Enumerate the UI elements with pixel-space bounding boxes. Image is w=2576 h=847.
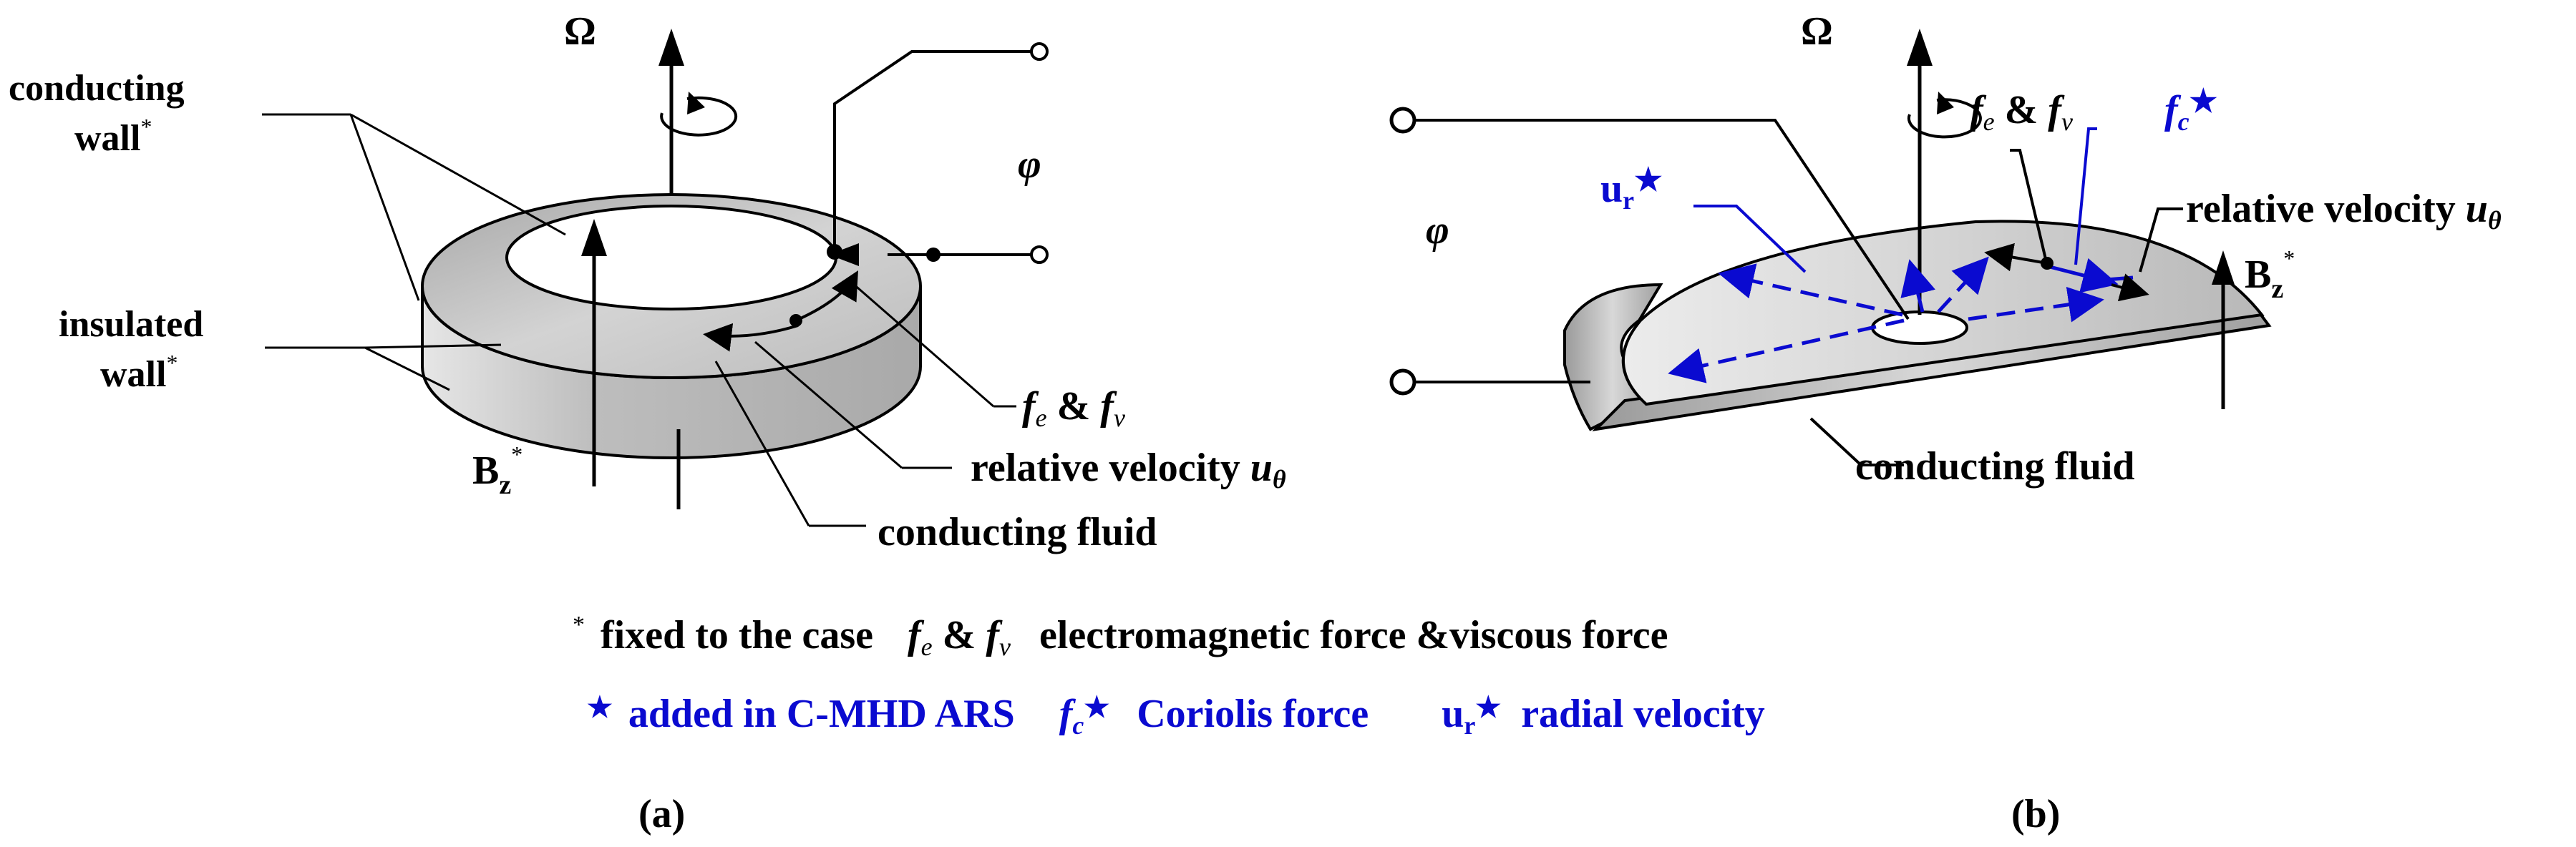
caption-a: (a) bbox=[638, 792, 685, 836]
omega-label-b: Ω bbox=[1801, 9, 1833, 54]
ur-label-b: ur★ bbox=[1600, 162, 1663, 215]
insulated-wall-label-2: wall* bbox=[100, 350, 178, 395]
fc-label-b: fc★ bbox=[2164, 84, 2217, 136]
leader-fe-fv bbox=[851, 281, 994, 408]
leader-insulated-wall-2 bbox=[364, 343, 502, 349]
conducting-wall-label: conducting bbox=[9, 68, 185, 109]
terminal-top bbox=[1030, 42, 1049, 61]
flow-arrow-2 bbox=[795, 270, 858, 322]
conducting-fluid-label-a: conducting fluid bbox=[878, 510, 1157, 554]
legend: * fixed to the case fe & fv electromagne… bbox=[573, 597, 1765, 740]
rotation-axis-arrowhead bbox=[658, 29, 684, 66]
fc-arrow bbox=[2046, 258, 2119, 293]
leader-fc bbox=[2074, 127, 2097, 265]
flow-arrow-b-2 bbox=[2111, 273, 2149, 302]
inner-hole-b bbox=[1871, 310, 1968, 345]
flow-arrow-b-1 bbox=[1984, 243, 2048, 272]
terminal-b-bottom bbox=[1389, 368, 1416, 396]
b-field-arrowhead bbox=[581, 219, 607, 256]
terminal-right bbox=[1030, 245, 1049, 264]
legend-line-2: ★ added in C-MHD ARS fc★ Coriolis force … bbox=[587, 682, 1765, 740]
electrode-lead-top bbox=[833, 50, 1039, 249]
leader-fluid bbox=[714, 361, 810, 527]
rotation-curl-icon bbox=[660, 92, 738, 137]
terminal-b-top bbox=[1389, 107, 1416, 134]
electrode-dot bbox=[926, 248, 941, 262]
leader-ur bbox=[1693, 205, 1807, 273]
leader-conducting-wall-3 bbox=[350, 113, 566, 236]
fe-fv-label-b: fe & fv bbox=[1970, 88, 2073, 136]
electrode-arrowhead bbox=[829, 243, 859, 266]
half-disc-channel bbox=[1563, 220, 2272, 431]
leader-fe-fv-b bbox=[2010, 149, 2047, 260]
contact-dot bbox=[827, 244, 842, 260]
phi-label-a: φ bbox=[1018, 142, 1041, 187]
leader-conducting-wall-2 bbox=[349, 114, 420, 301]
leader-fluid-b bbox=[1809, 417, 1904, 466]
panel-a: Ω φ conducting wall* insulated wall* Bz*… bbox=[9, 9, 1286, 836]
leader-rel-vel bbox=[754, 341, 903, 469]
b-field-arrowhead-b bbox=[2212, 250, 2235, 285]
inner-hole bbox=[505, 205, 837, 310]
fe-fv-label-a: fe & fv bbox=[1022, 384, 1125, 432]
radial-velocity-arrows bbox=[1668, 256, 2134, 383]
rotation-curl-icon-b bbox=[1907, 92, 1982, 139]
lead-b-top bbox=[1414, 119, 1910, 320]
leader-insulated-wall-3 bbox=[364, 346, 450, 391]
flow-arrow-1 bbox=[703, 323, 799, 352]
rotation-axis-arrowhead-b bbox=[1907, 29, 1933, 66]
b-field-label-b: Bz* bbox=[2245, 245, 2295, 304]
b-field-label-a: Bz* bbox=[472, 441, 523, 500]
conducting-fluid-label-b: conducting fluid bbox=[1855, 444, 2135, 489]
caption-b: (b) bbox=[2011, 792, 2060, 836]
conducting-wall-label-2: wall* bbox=[74, 114, 152, 159]
leader-rel-vel-b bbox=[2139, 207, 2183, 273]
omega-label-a: Ω bbox=[564, 9, 596, 54]
phi-label-b: φ bbox=[1426, 208, 1449, 253]
insulated-wall-label: insulated bbox=[59, 304, 203, 345]
legend-line-1: * fixed to the case fe & fv electromagne… bbox=[573, 597, 1668, 665]
